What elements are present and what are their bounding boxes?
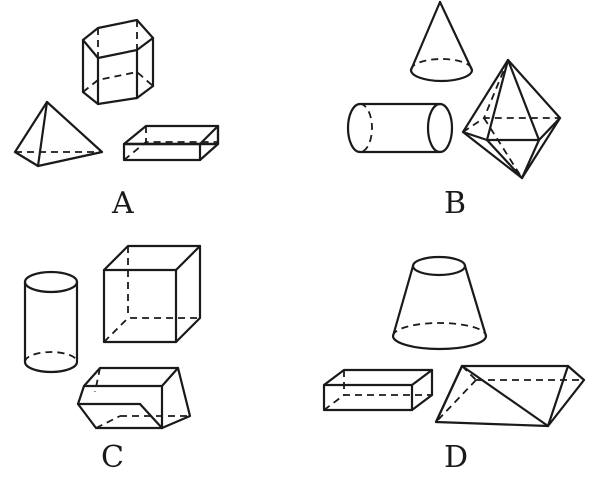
cube-shape [104, 246, 200, 342]
option-d: D [324, 257, 584, 475]
rectangular-prism-shape-a [124, 126, 218, 160]
frustum-shape [393, 257, 486, 349]
option-b: B [348, 2, 560, 221]
option-label: D [444, 440, 468, 475]
option-label: C [101, 440, 124, 475]
hexagonal-prism-shape [83, 20, 153, 104]
option-a: A [15, 20, 218, 221]
option-c: C [25, 246, 200, 475]
rectangular-prism-shape-d [324, 370, 432, 410]
octahedron-shape [463, 60, 560, 178]
cone-shape [411, 2, 472, 81]
triangular-pyramid-shape [15, 102, 102, 166]
cylinder-shape-b [348, 104, 452, 152]
triangular-prism-shape [436, 366, 584, 426]
trapezoidal-prism-shape [78, 368, 190, 428]
cylinder-shape-c [25, 272, 77, 372]
option-label: A [111, 186, 134, 221]
option-label: B [444, 186, 466, 221]
